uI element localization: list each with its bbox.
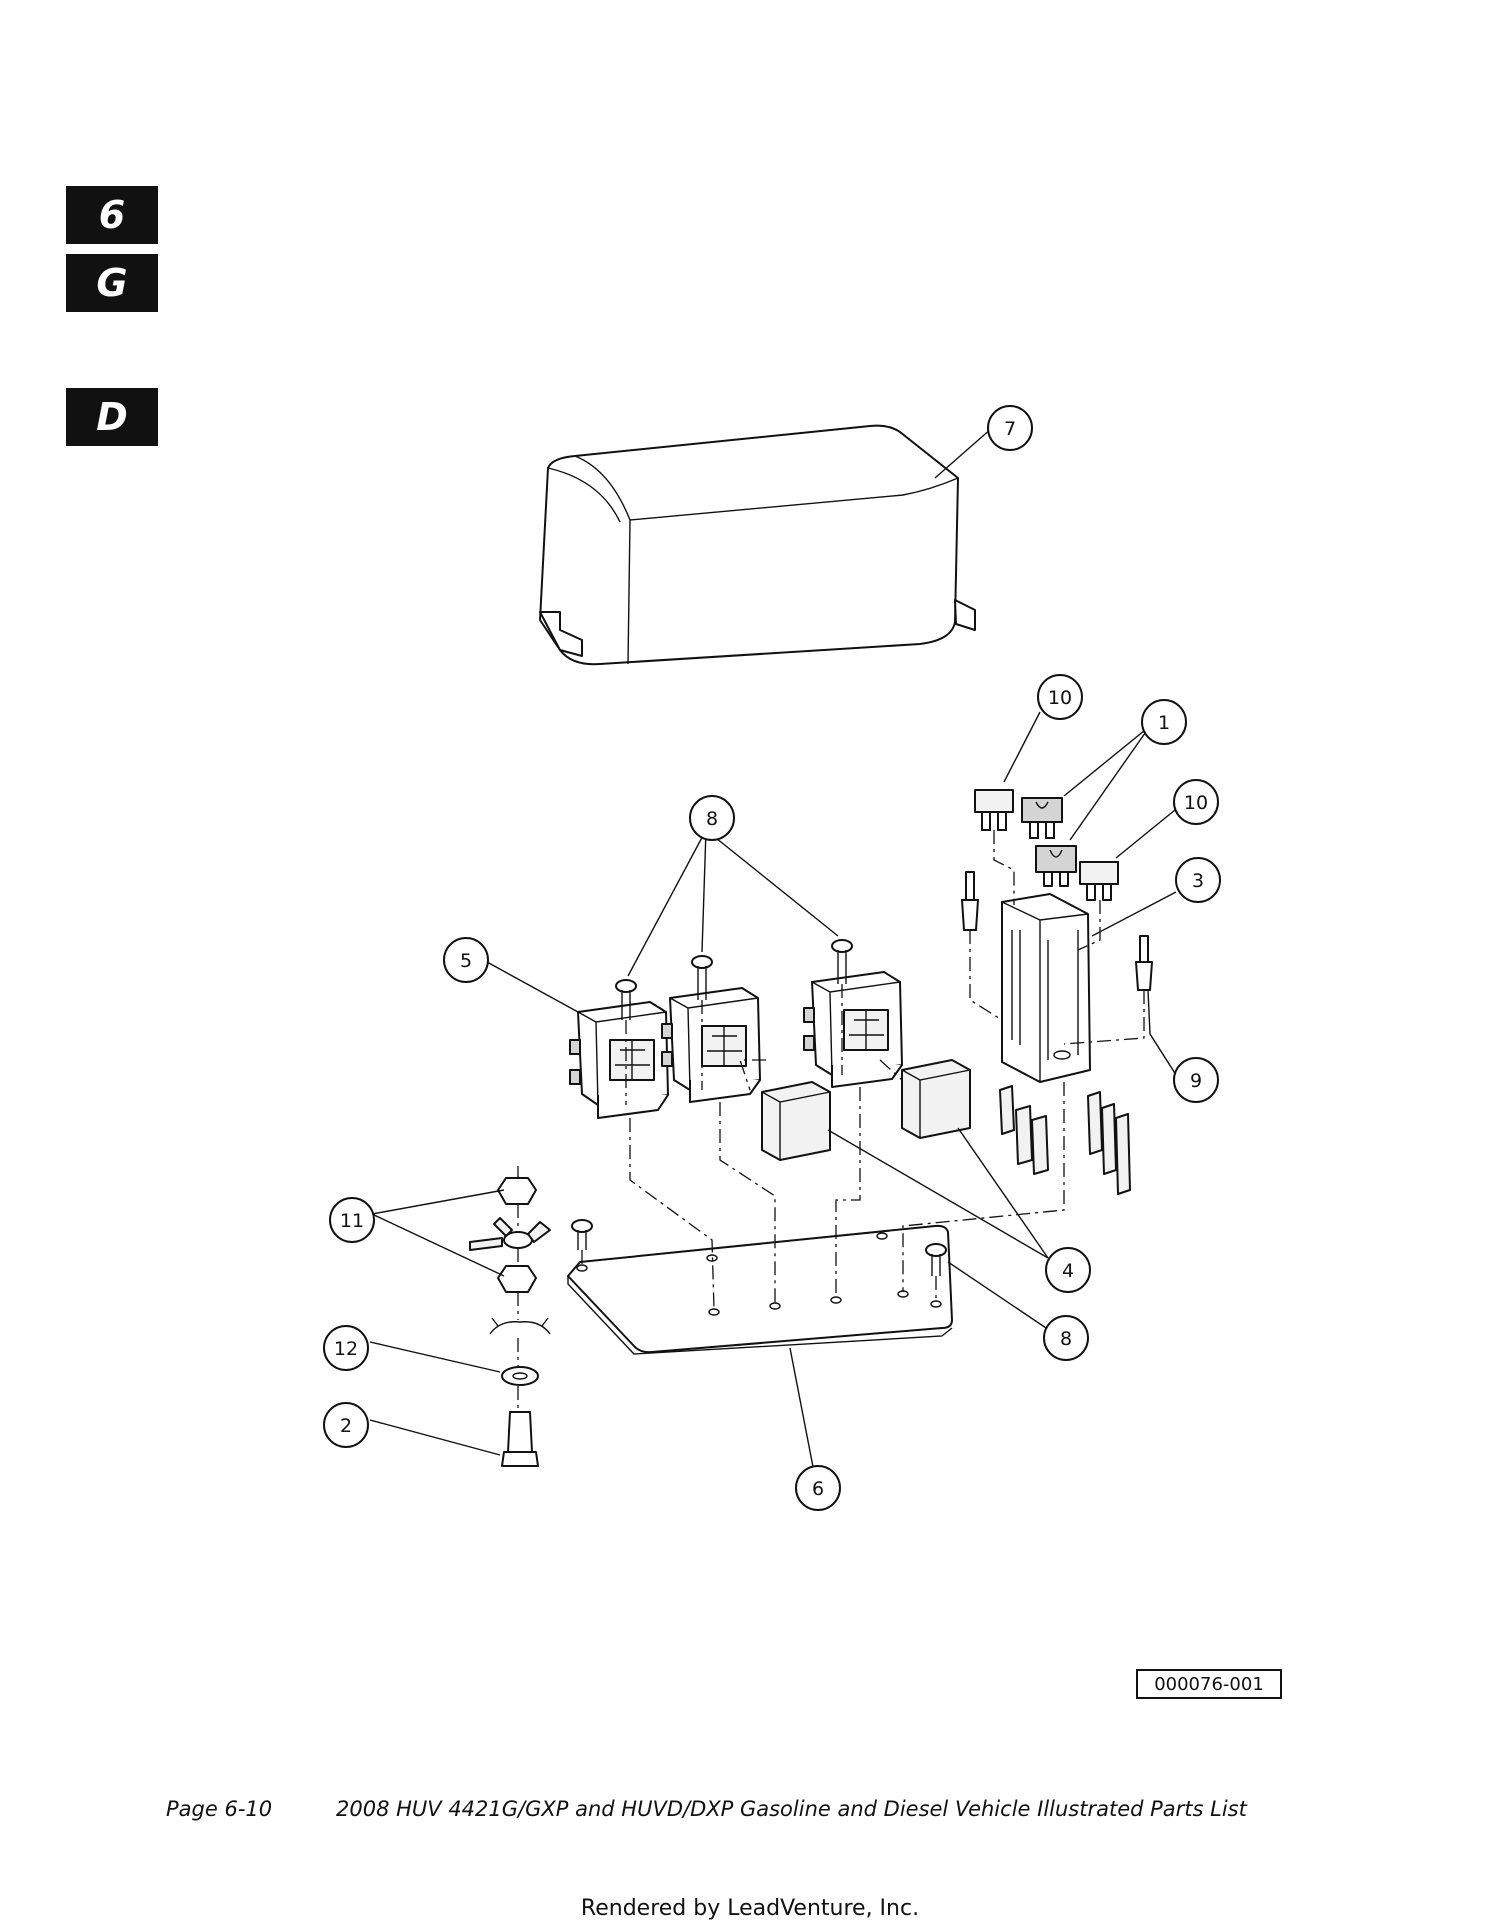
document-title: 2008 HUV 4421G/GXP and HUVD/DXP Gasoline… <box>336 1797 1247 1821</box>
svg-text:8: 8 <box>1060 1328 1072 1350</box>
callout-3: 3 <box>1175 857 1221 903</box>
rendered-by-credit: Rendered by LeadVenture, Inc. <box>580 1896 920 1921</box>
fuse-block <box>1001 893 1091 1083</box>
fuse-1 <box>974 789 1014 831</box>
terminal-pin-1 <box>961 871 979 931</box>
wire-connectors-right <box>1087 1091 1131 1195</box>
callout-4: 4 <box>1045 1247 1091 1293</box>
callout-2: 2 <box>323 1402 369 1448</box>
callout-11: 11 <box>329 1197 375 1243</box>
relay-socket-2 <box>661 987 761 1103</box>
plate-rivet-2 <box>925 1243 947 1276</box>
hex-nut-top <box>497 1177 537 1205</box>
fuse-2 <box>1021 797 1063 839</box>
relay-socket-3 <box>803 971 903 1088</box>
relay-1 <box>761 1081 831 1161</box>
screw-3 <box>831 939 853 984</box>
page-number: Page 6-10 <box>166 1797 273 1821</box>
terminal-pin-2 <box>1135 935 1153 991</box>
callout-8-top: 8 <box>689 795 735 841</box>
leader-lines <box>369 427 1179 1473</box>
wire-connectors-left <box>999 1085 1049 1175</box>
flat-washer <box>501 1366 539 1386</box>
svg-text:10: 10 <box>1184 792 1208 814</box>
callout-10-top: 10 <box>1037 674 1083 720</box>
callout-6: 6 <box>795 1465 841 1511</box>
callout-10-right: 10 <box>1173 779 1219 825</box>
section-tab-d[interactable]: D <box>66 388 158 446</box>
callout-8-bottom: 8 <box>1043 1315 1089 1361</box>
svg-text:7: 7 <box>1004 418 1016 440</box>
relay-cover <box>539 424 976 666</box>
fuse-4 <box>1079 861 1119 901</box>
star-washer <box>489 1317 551 1335</box>
svg-text:3: 3 <box>1192 870 1204 892</box>
svg-text:1: 1 <box>1158 712 1170 734</box>
callout-9: 9 <box>1173 1057 1219 1103</box>
section-tab-6[interactable]: 6 <box>66 186 158 244</box>
callout-7: 7 <box>987 405 1033 451</box>
callout-5: 5 <box>443 937 489 983</box>
plate-rivet-1 <box>571 1219 593 1250</box>
svg-text:9: 9 <box>1190 1070 1202 1092</box>
screw-1 <box>615 979 637 1020</box>
callout-12: 12 <box>323 1325 369 1371</box>
screw-2 <box>691 955 713 1000</box>
relay-2 <box>901 1059 971 1139</box>
svg-text:5: 5 <box>460 950 472 972</box>
hex-bolt <box>501 1411 539 1467</box>
svg-text:10: 10 <box>1048 687 1072 709</box>
hex-nut-bottom <box>497 1265 537 1293</box>
ring-terminal-cluster <box>469 1217 551 1251</box>
svg-text:12: 12 <box>334 1338 358 1360</box>
callout-1: 1 <box>1141 699 1187 745</box>
svg-text:4: 4 <box>1062 1260 1074 1282</box>
relay-socket-1 <box>569 1001 669 1119</box>
diagram-reference-id: 000076-001 <box>1136 1669 1282 1699</box>
svg-text:8: 8 <box>706 808 718 830</box>
section-tab-g[interactable]: G <box>66 254 158 312</box>
svg-text:6: 6 <box>812 1478 824 1500</box>
mounting-plate <box>567 1224 953 1355</box>
svg-text:11: 11 <box>340 1210 364 1232</box>
fuse-3 <box>1035 845 1077 887</box>
assembly-lines <box>517 830 1145 1412</box>
svg-text:2: 2 <box>340 1415 352 1437</box>
